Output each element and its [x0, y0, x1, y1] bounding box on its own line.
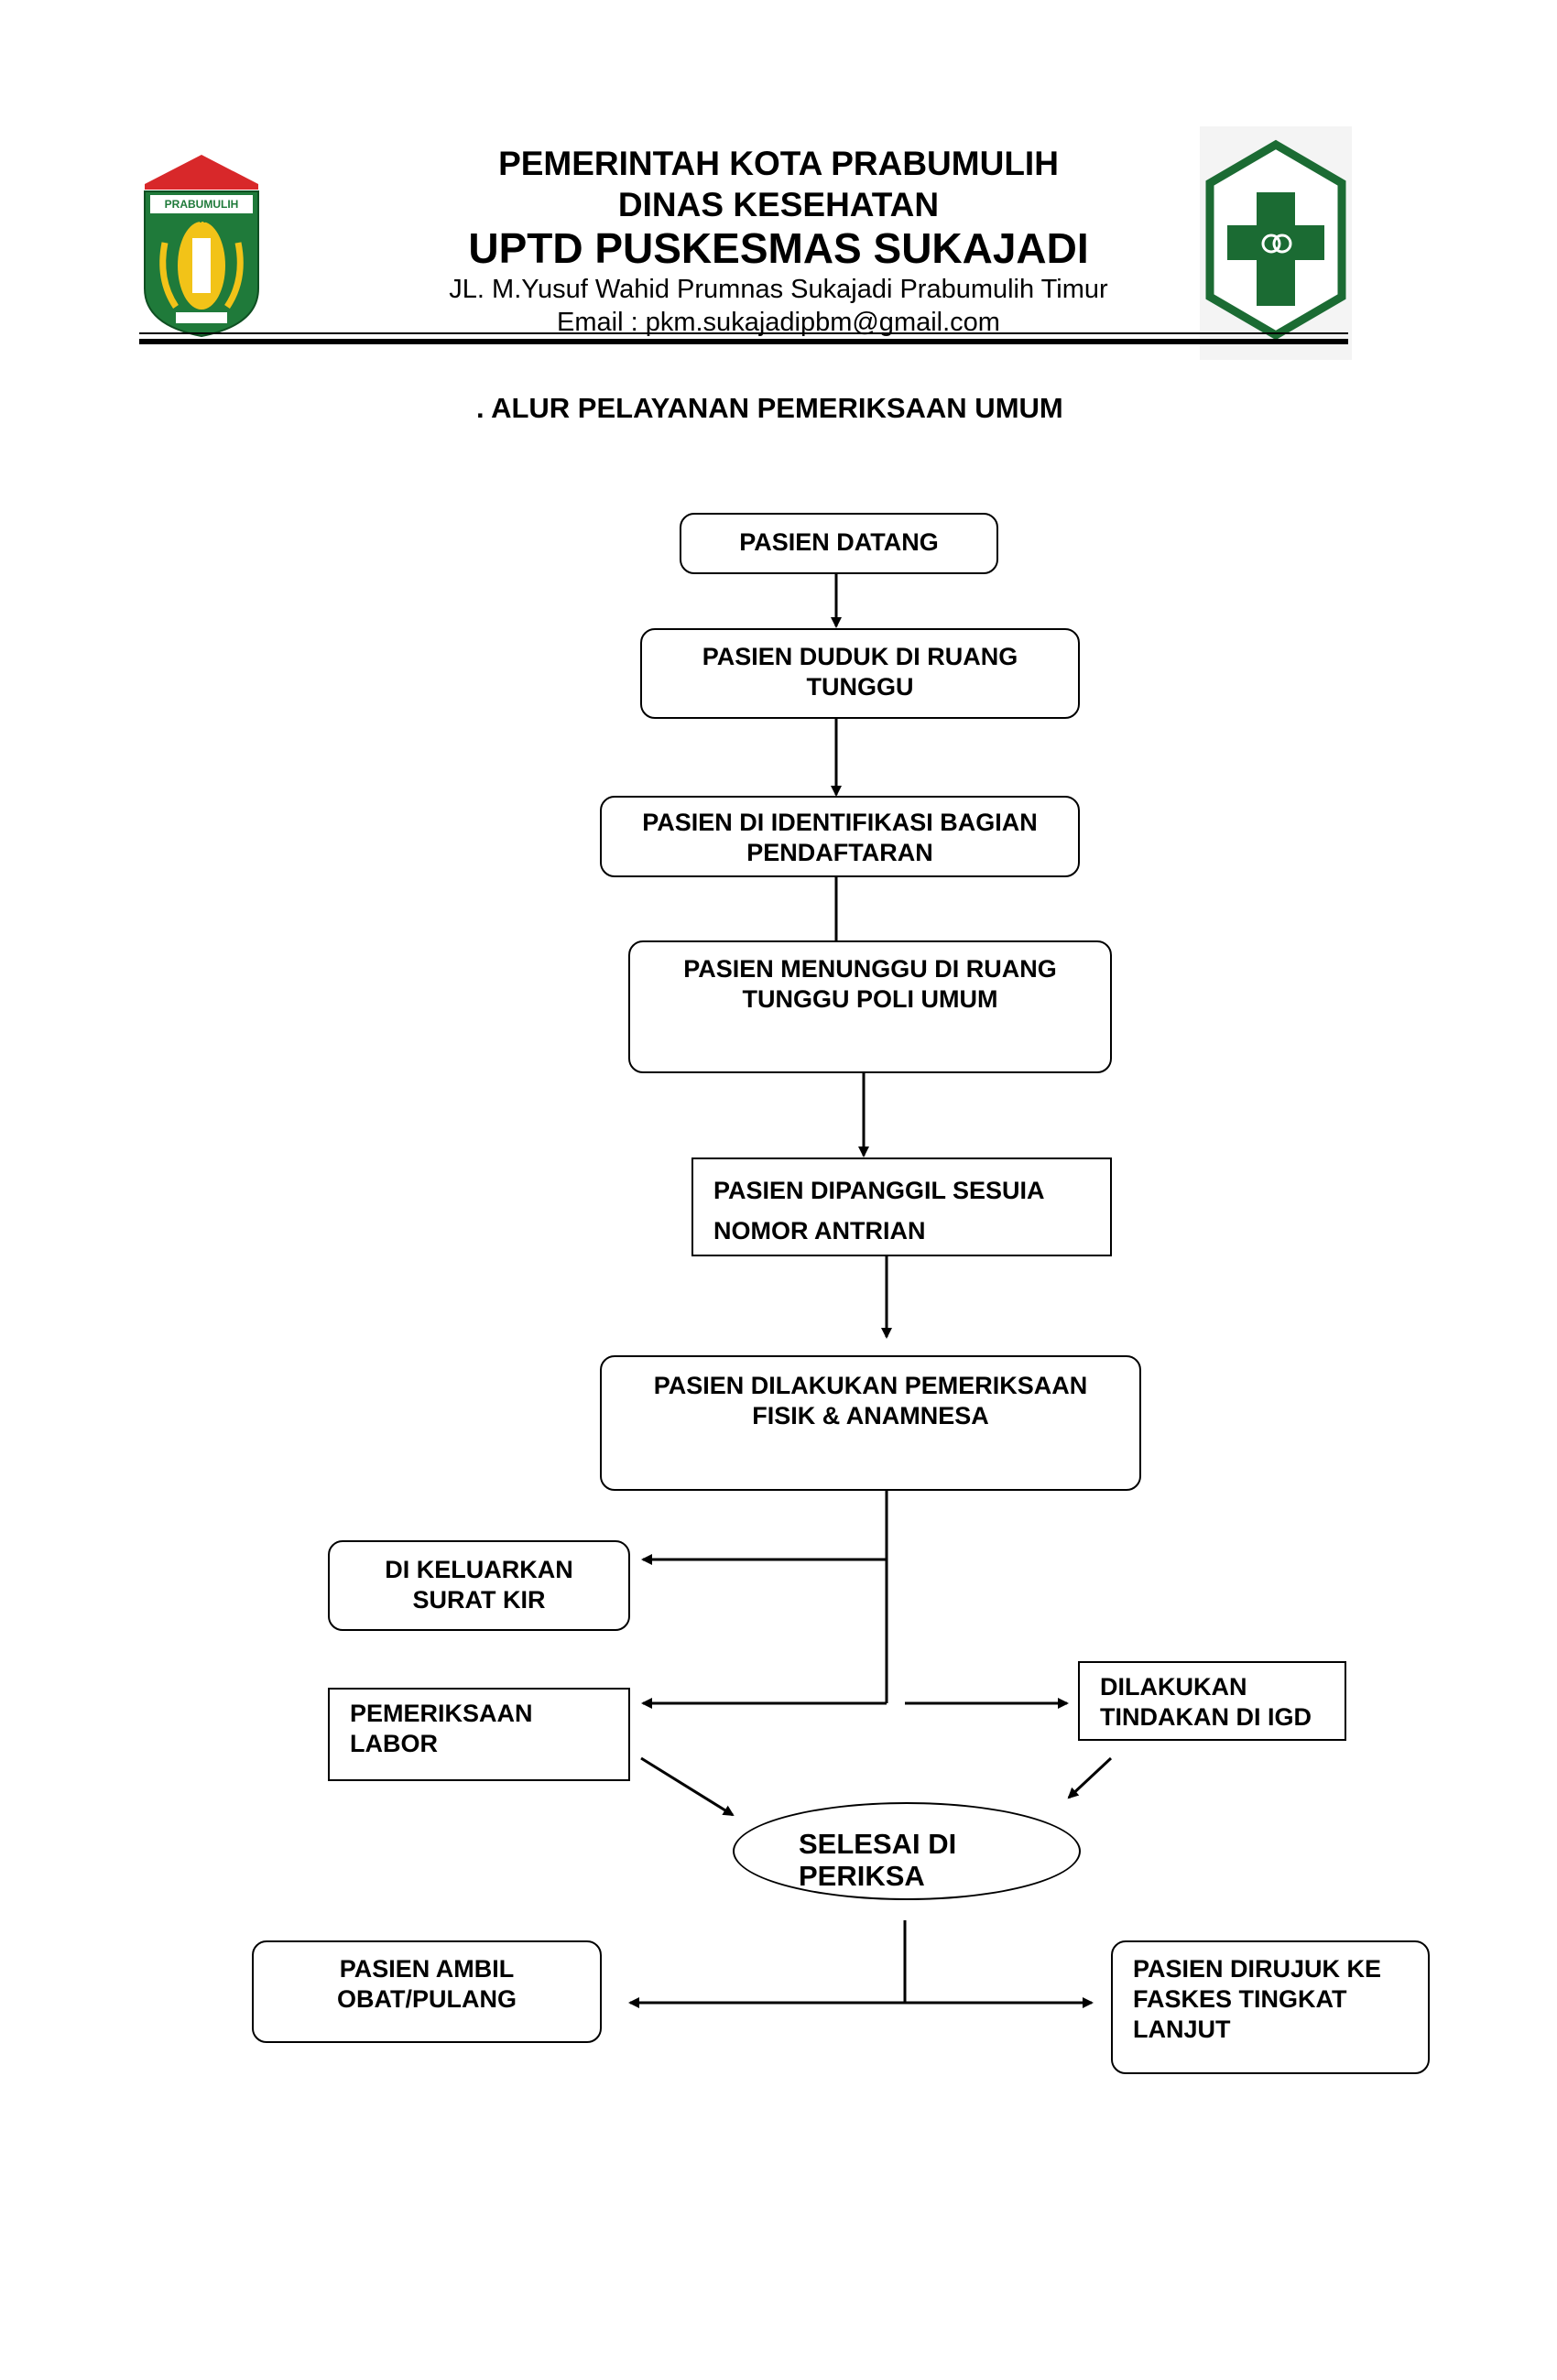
flow-node-label: DILAKUKAN	[1100, 1673, 1247, 1701]
flow-node-label: PASIEN DIRUJUK KE	[1133, 1955, 1382, 1983]
flow-node-registration: PASIEN DI IDENTIFIKASI BAGIAN PENDAFTARA…	[600, 796, 1080, 877]
flow-node-label: PEMERIKSAAN	[350, 1700, 533, 1727]
flow-node-take-medicine: PASIEN AMBIL OBAT/PULANG	[252, 1940, 602, 2043]
city-emblem-icon: PRABUMULIH JAYA	[139, 151, 264, 339]
flow-node-label: TINDAKAN DI IGD	[1100, 1703, 1312, 1731]
flow-node-label: PASIEN MENUNGGU DI RUANG	[683, 955, 1057, 983]
flow-node-referral: PASIEN DIRUJUK KE FASKES TINGKAT LANJUT	[1111, 1940, 1430, 2074]
flow-node-label: DI KELUARKAN	[385, 1556, 573, 1583]
page-title: . ALUR PELAYANAN PEMERIKSAAN UMUM	[476, 392, 1063, 424]
header-divider-thick	[139, 339, 1348, 344]
flow-node-label: SELESAI DI	[799, 1828, 957, 1860]
flow-node-examination: PASIEN DILAKUKAN PEMERIKSAAN FISIK & ANA…	[600, 1355, 1141, 1491]
header-institution: UPTD PUSKESMAS SUKAJADI	[468, 224, 1089, 272]
header-address: JL. M.Yusuf Wahid Prumnas Sukajadi Prabu…	[449, 275, 1108, 304]
flow-node-label: SURAT KIR	[412, 1586, 546, 1614]
flow-node-label: PASIEN DILAKUKAN PEMERIKSAAN	[653, 1372, 1088, 1399]
header-department: DINAS KESEHATAN	[617, 186, 940, 223]
flow-node-label: OBAT/PULANG	[337, 1985, 517, 2013]
flow-node-label: PENDAFTARAN	[746, 839, 933, 866]
flow-node-label: LABOR	[350, 1730, 438, 1757]
flow-node-called: PASIEN DIPANGGIL SESUIA NOMOR ANTRIAN	[691, 1157, 1112, 1256]
flow-node-label: PASIEN DIPANGGIL SESUIA	[713, 1177, 1045, 1204]
puskesmas-cross-icon	[1200, 126, 1352, 360]
flow-node-label: PASIEN DUDUK DI RUANG	[702, 643, 1018, 670]
header-divider-thin	[139, 332, 1348, 334]
flow-node-kir-letter: DI KELUARKAN SURAT KIR	[328, 1540, 630, 1631]
flow-node-finished: SELESAI DI PERIKSA	[733, 1802, 1081, 1900]
flow-node-label: LANJUT	[1133, 2016, 1231, 2043]
flow-node-label: PASIEN AMBIL	[339, 1955, 515, 1983]
flow-node-label: PASIEN DATANG	[739, 528, 939, 556]
flow-node-label: PERIKSA	[799, 1860, 925, 1892]
flow-node-label: FISIK & ANAMNESA	[752, 1402, 989, 1429]
flow-node-poli-waiting: PASIEN MENUNGGU DI RUANG TUNGGU POLI UMU…	[628, 940, 1112, 1073]
flow-node-label: PASIEN DI IDENTIFIKASI BAGIAN	[642, 809, 1038, 836]
flow-node-label: FASKES TINGKAT	[1133, 1985, 1347, 2013]
header-government: PEMERINTAH KOTA PRABUMULIH	[498, 145, 1059, 182]
flow-node-waiting-room: PASIEN DUDUK DI RUANG TUNGGU	[640, 628, 1080, 719]
header-email: Email : pkm.sukajadipbm@gmail.com	[557, 308, 1000, 337]
flow-node-label: NOMOR ANTRIAN	[713, 1217, 926, 1244]
flow-node-lab: PEMERIKSAAN LABOR	[328, 1688, 630, 1781]
flow-node-label: TUNGGU	[806, 673, 914, 701]
flow-node-label: TUNGGU POLI UMUM	[742, 985, 998, 1013]
logo-banner-text: PRABUMULIH JAYA	[164, 198, 239, 225]
flow-node-igd: DILAKUKAN TINDAKAN DI IGD	[1078, 1661, 1346, 1741]
flow-node-patient-arrives: PASIEN DATANG	[680, 513, 998, 574]
